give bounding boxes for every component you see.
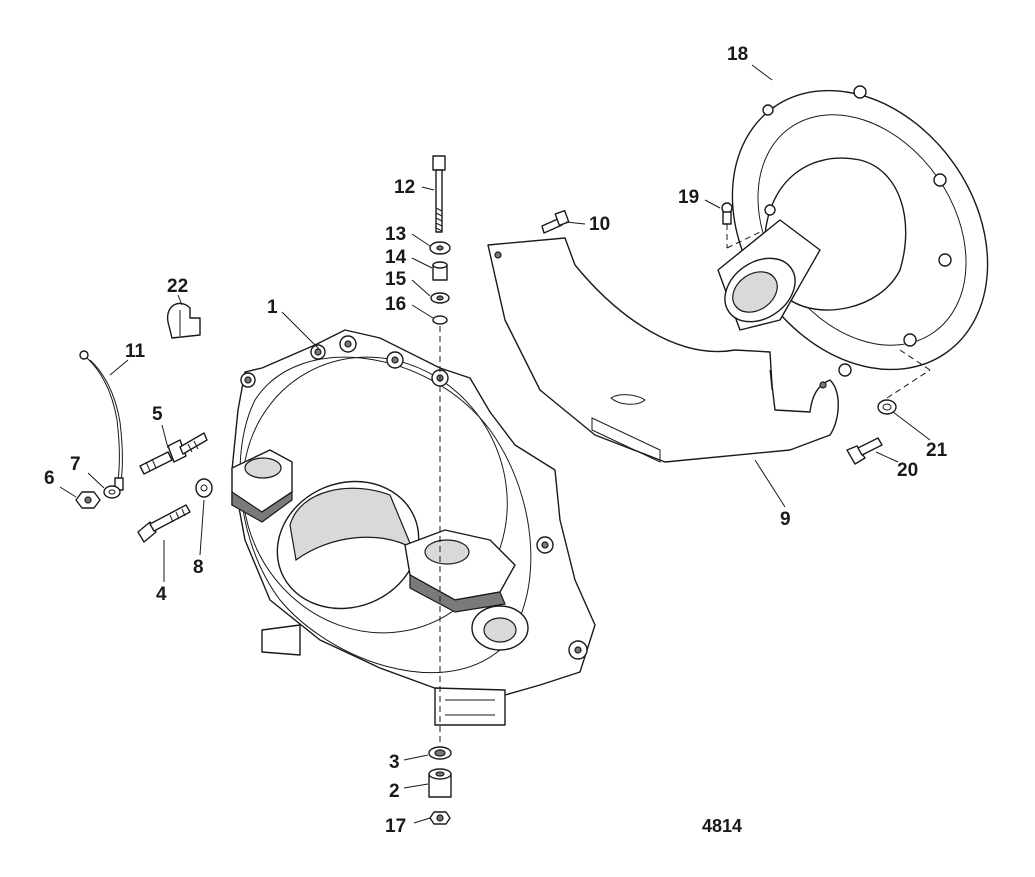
callout-9: 9 (780, 509, 791, 530)
callout-11: 11 (125, 341, 146, 362)
callout-19: 19 (678, 187, 699, 208)
ground-wire (79, 350, 124, 491)
grease-fitting (721, 202, 761, 249)
callout-22: 22 (167, 276, 188, 297)
callout-21: 21 (926, 440, 948, 461)
callout-1: 1 (267, 297, 278, 318)
drive-flange-housing (717, 85, 989, 377)
callout-15: 15 (385, 269, 407, 290)
callout-14: 14 (385, 247, 407, 268)
callout-17: 17 (385, 816, 406, 837)
callout-4: 4 (156, 584, 167, 605)
callout-5: 5 (152, 404, 163, 425)
callout-2: 2 (389, 781, 400, 802)
bolt-and-flat-washer (137, 478, 213, 543)
callout-10: 10 (589, 214, 610, 235)
figure-number: 4814 (702, 816, 742, 836)
callout-labels: 1 2 3 4 5 6 7 8 9 10 11 12 13 14 15 16 1… (44, 44, 948, 837)
cable-clip (166, 302, 201, 339)
callout-7: 7 (70, 454, 81, 475)
callout-16: 16 (385, 294, 406, 315)
bolt-and-washer (846, 349, 931, 465)
mount-bolt-stack (429, 155, 451, 745)
callout-20: 20 (897, 460, 918, 481)
flywheel-housing (231, 329, 596, 726)
callout-3: 3 (389, 752, 400, 773)
nut-and-lockwasher (75, 485, 121, 509)
callout-18: 18 (727, 44, 748, 65)
bottom-mount-stack (428, 746, 452, 825)
stud (139, 432, 208, 475)
leader-lines (59, 64, 931, 824)
callout-8: 8 (193, 557, 204, 578)
flywheel-cover-plate (487, 237, 839, 463)
callout-12: 12 (394, 177, 415, 198)
callout-6: 6 (44, 468, 55, 489)
cover-screw (541, 209, 570, 234)
callout-13: 13 (385, 224, 406, 245)
